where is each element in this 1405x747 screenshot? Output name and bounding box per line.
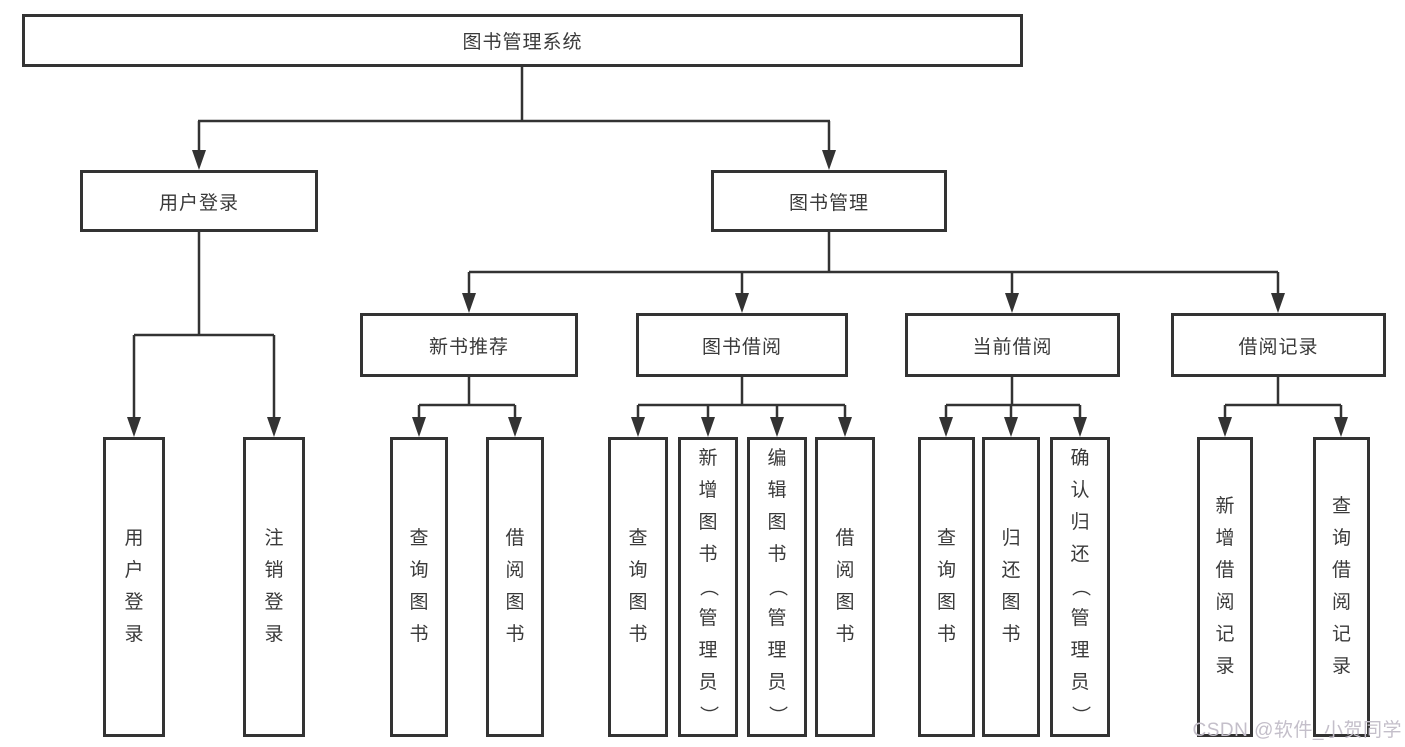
node-book-management: 图书管理 [711,170,947,232]
leaf-confirm-return-admin: 确认归还（管理员） [1050,437,1110,737]
csdn-watermark: CSDN @软件_小贺同学 [1192,720,1402,741]
leaf-return-books: 归还图书 [982,437,1040,737]
node-borrow-records: 借阅记录 [1171,313,1386,377]
node-current-borrow: 当前借阅 [905,313,1120,377]
leaf-user-login: 用户登录 [103,437,165,737]
leaf-edit-books-admin: 编辑图书（管理员） [747,437,807,737]
leaf-query-borrow-record: 查询借阅记录 [1313,437,1370,737]
leaf-add-books-admin: 新增图书（管理员） [678,437,738,737]
leaf-add-borrow-record: 新增借阅记录 [1197,437,1253,737]
arrowheads [127,150,1348,437]
leaf-query-books-current: 查询图书 [918,437,975,737]
node-book-borrow: 图书借阅 [636,313,848,377]
node-new-book-recommend: 新书推荐 [360,313,578,377]
leaf-query-books-recommend: 查询图书 [390,437,448,737]
node-root-system: 图书管理系统 [22,14,1023,67]
leaf-borrow-books-recommend: 借阅图书 [486,437,544,737]
node-user-login: 用户登录 [80,170,318,232]
leaf-borrow-books: 借阅图书 [815,437,875,737]
leaf-query-books-borrow: 查询图书 [608,437,668,737]
leaf-logout: 注销登录 [243,437,305,737]
